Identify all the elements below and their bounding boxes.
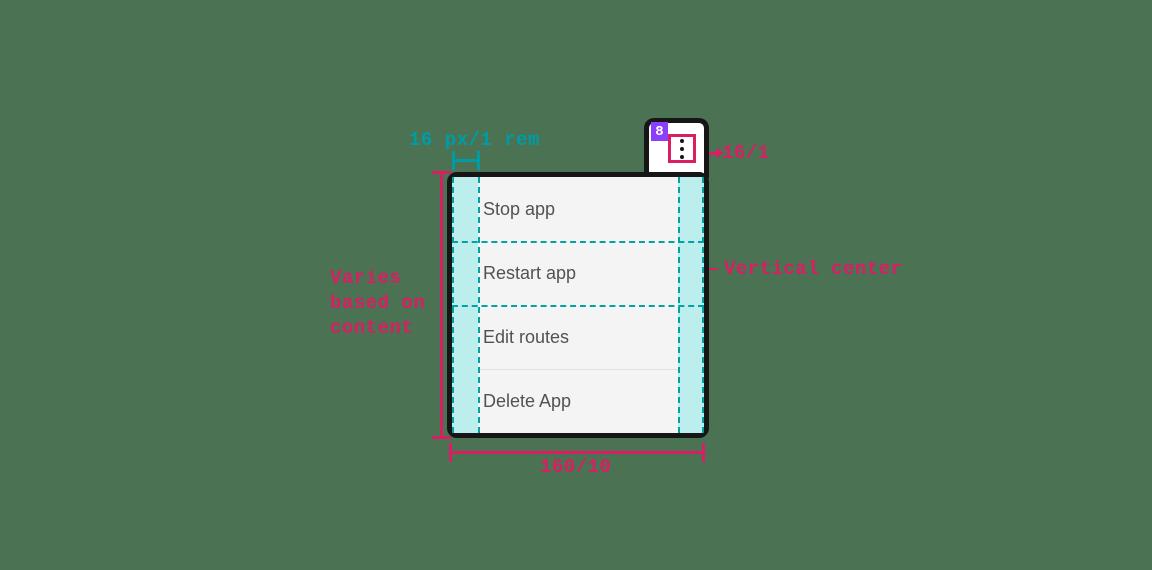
width-measure-cap-left xyxy=(449,443,452,462)
menu-item-restart-app[interactable]: Restart app xyxy=(452,241,704,305)
annotation-width-label: 160/10 xyxy=(540,456,612,478)
center-item-guide-top xyxy=(452,241,704,243)
menu-item-edit-routes[interactable]: Edit routes xyxy=(452,305,704,369)
icon-size-leader-arrow xyxy=(716,148,724,158)
vertical-center-leader xyxy=(702,268,718,270)
padding-measure-cap-left xyxy=(452,151,455,170)
annotation-height-note: Varies based on content xyxy=(330,267,426,340)
menu-item-delete-app[interactable]: Delete App xyxy=(452,369,704,433)
menu-item-label: Delete App xyxy=(483,391,572,411)
menu-item-label: Stop app xyxy=(483,198,556,219)
overflow-menu-vertical-icon[interactable] xyxy=(668,134,696,163)
notification-badge: 8 xyxy=(651,122,668,141)
center-item-guide-bottom xyxy=(452,305,704,307)
padding-measure-line xyxy=(453,159,479,162)
annotation-vertical-center-label: Vertical center xyxy=(724,258,903,280)
width-measure-cap-right xyxy=(702,443,705,462)
menu-item-label: Restart app xyxy=(483,262,577,283)
height-measure-cap-top xyxy=(432,171,451,174)
overflow-dots xyxy=(671,137,693,160)
width-measure-line xyxy=(450,451,705,454)
annotation-icon-size-label: 16/1 xyxy=(722,142,770,164)
padding-measure-cap-right xyxy=(477,151,480,170)
height-measure-cap-bottom xyxy=(432,436,451,439)
height-measure-line xyxy=(440,172,443,438)
menu-item-stop-app[interactable]: Stop app xyxy=(452,177,704,241)
annotation-padding-label: 16 px/1 rem xyxy=(409,129,540,151)
menu-item-label: Edit routes xyxy=(483,326,570,347)
overflow-menu-component: Stop app Restart app Edit routes Delete … xyxy=(447,118,709,438)
